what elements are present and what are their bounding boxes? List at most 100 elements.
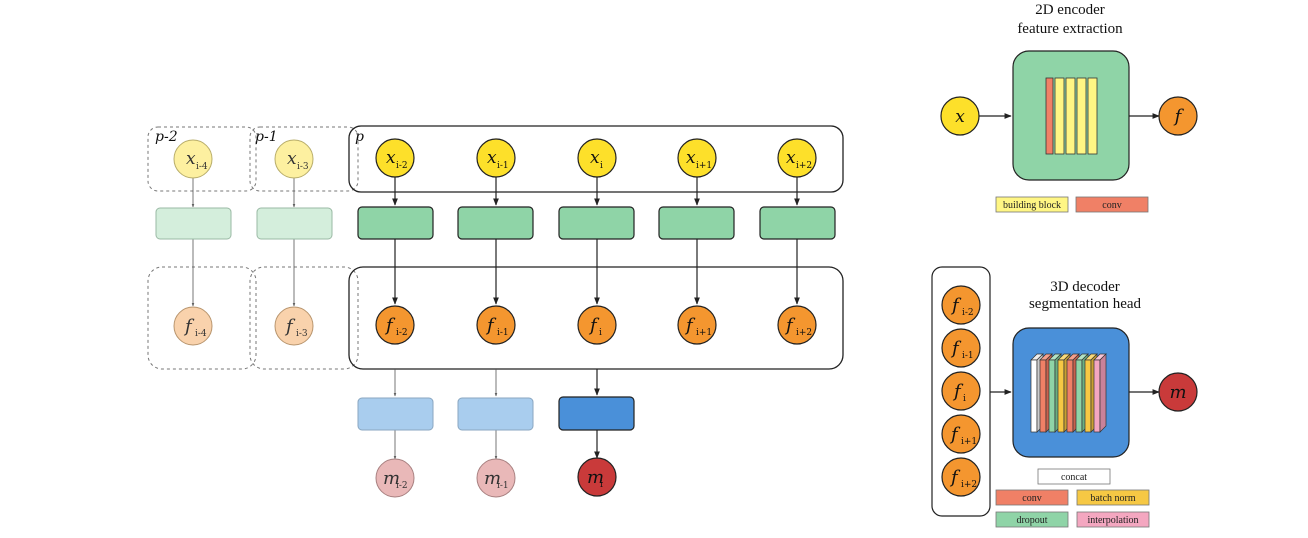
encoder-box xyxy=(558,206,635,240)
partition-label-p: p xyxy=(355,129,364,145)
svg-text:i-3: i-3 xyxy=(297,162,309,172)
legend-dropout: dropout xyxy=(995,511,1069,528)
mask-node: m i-1 xyxy=(476,458,516,498)
encoder-box xyxy=(658,206,735,240)
svg-text:conv: conv xyxy=(1022,493,1041,504)
input-node: x i+1 xyxy=(677,138,717,178)
building-block-layer xyxy=(1054,77,1065,155)
feature-node: f i+1 xyxy=(677,305,717,345)
svg-text:i-4: i-4 xyxy=(195,329,207,339)
input-node: x i-1 xyxy=(476,138,516,178)
svg-text:i: i xyxy=(963,394,966,404)
feature-node: f i+2 xyxy=(777,305,817,345)
encoder-output-node: f xyxy=(1158,96,1198,136)
svg-text:i+2: i+2 xyxy=(796,328,812,338)
svg-text:batch norm: batch norm xyxy=(1090,493,1135,504)
partition-box-p xyxy=(348,125,844,193)
svg-text:i-1: i-1 xyxy=(497,161,509,171)
svg-text:i: i xyxy=(600,480,603,490)
svg-text:i-1: i-1 xyxy=(497,481,509,491)
svg-text:m: m xyxy=(383,468,400,489)
encoder-box xyxy=(155,207,232,240)
svg-text:i+1: i+1 xyxy=(696,161,712,171)
feature-node: f i-1 xyxy=(476,305,516,345)
legend-interpolation: interpolation xyxy=(1076,511,1150,528)
svg-text:i-2: i-2 xyxy=(396,481,408,491)
legend-batch-norm: batch norm xyxy=(1076,489,1150,506)
encoder-subtitle: feature extraction xyxy=(1017,21,1123,37)
interpolation-layer xyxy=(1093,353,1107,433)
svg-text:i-1: i-1 xyxy=(962,351,974,361)
building-block-layer xyxy=(1065,77,1076,155)
legend-concat: concat xyxy=(1037,468,1111,485)
svg-text:i-1: i-1 xyxy=(497,328,509,338)
encoder-box xyxy=(457,206,534,240)
stack-feature-node: f i+1 xyxy=(941,414,981,454)
svg-text:i+2: i+2 xyxy=(961,480,977,490)
decoder-output-node: m xyxy=(1158,372,1198,412)
svg-text:i: i xyxy=(599,328,602,338)
svg-text:i+1: i+1 xyxy=(696,328,712,338)
svg-text:x: x xyxy=(386,148,396,168)
feature-node: f i-2 xyxy=(375,305,415,345)
mask-node: m i-2 xyxy=(375,458,415,498)
input-node: x i-3 xyxy=(274,139,314,179)
stack-feature-node: f i+2 xyxy=(941,457,981,497)
svg-text:x: x xyxy=(590,148,600,168)
feature-node: f i-3 xyxy=(274,306,314,346)
partition-box-p-2 xyxy=(147,126,257,192)
svg-text:i: i xyxy=(600,161,603,171)
encoder-input-node: x xyxy=(940,96,980,136)
feature-node: f i xyxy=(577,305,617,345)
svg-text:i-3: i-3 xyxy=(296,329,308,339)
input-node: x i-4 xyxy=(173,139,213,179)
decoder-subtitle: segmentation head xyxy=(1029,296,1142,312)
encoder-box xyxy=(256,207,333,240)
stack-feature-node: f i-2 xyxy=(941,285,981,325)
partition-box-p-1 xyxy=(249,126,359,192)
svg-text:i-2: i-2 xyxy=(962,308,974,318)
feature-node: f i-4 xyxy=(173,306,213,346)
decoder-box xyxy=(357,397,434,431)
svg-text:x: x xyxy=(786,148,796,168)
legend-building-block: building block xyxy=(995,196,1069,213)
svg-text:i+1: i+1 xyxy=(961,437,977,447)
decoder-box xyxy=(457,397,534,431)
svg-text:x: x xyxy=(955,107,965,127)
svg-text:x: x xyxy=(686,148,696,168)
conv-layer xyxy=(1045,77,1054,155)
svg-text:x: x xyxy=(186,149,196,169)
decoder-title: 3D decoder xyxy=(1050,279,1120,295)
decoder-panel: 3D decoder segmentation head f i-2 f i-1… xyxy=(931,266,1198,528)
partition-label-p-1: p-1 xyxy=(255,129,278,145)
svg-text:m: m xyxy=(587,467,604,488)
feature-partition-box-p-2 xyxy=(147,266,257,370)
legend-conv: conv xyxy=(1075,196,1149,213)
svg-text:i-2: i-2 xyxy=(396,161,408,171)
building-block-layer xyxy=(1076,77,1087,155)
svg-text:conv: conv xyxy=(1102,200,1121,211)
svg-text:x: x xyxy=(487,148,497,168)
stack-feature-node: f i xyxy=(941,371,981,411)
svg-text:i-4: i-4 xyxy=(196,162,208,172)
legend-conv: conv xyxy=(995,489,1069,506)
input-node: x i+2 xyxy=(777,138,817,178)
feature-partition-box-p xyxy=(348,266,844,370)
svg-text:building block: building block xyxy=(1003,200,1061,211)
decoder-layers xyxy=(1030,353,1107,433)
svg-text:i+2: i+2 xyxy=(796,161,812,171)
svg-text:m: m xyxy=(1169,382,1186,403)
feature-partition-box-p-1 xyxy=(249,266,359,370)
partition-label-p-2: p-2 xyxy=(155,129,178,145)
mask-node: m i xyxy=(577,457,617,497)
svg-text:m: m xyxy=(484,468,501,489)
svg-text:i-2: i-2 xyxy=(396,328,408,338)
stack-feature-node: f i-1 xyxy=(941,328,981,368)
pipeline-columns xyxy=(155,177,836,460)
encoder-panel: 2D encoder feature extraction x f buildi… xyxy=(940,2,1198,213)
svg-text:x: x xyxy=(287,149,297,169)
svg-text:interpolation: interpolation xyxy=(1087,515,1138,526)
encoder-box xyxy=(759,206,836,240)
encoder-title: 2D encoder xyxy=(1035,2,1105,18)
svg-text:concat: concat xyxy=(1061,472,1087,483)
